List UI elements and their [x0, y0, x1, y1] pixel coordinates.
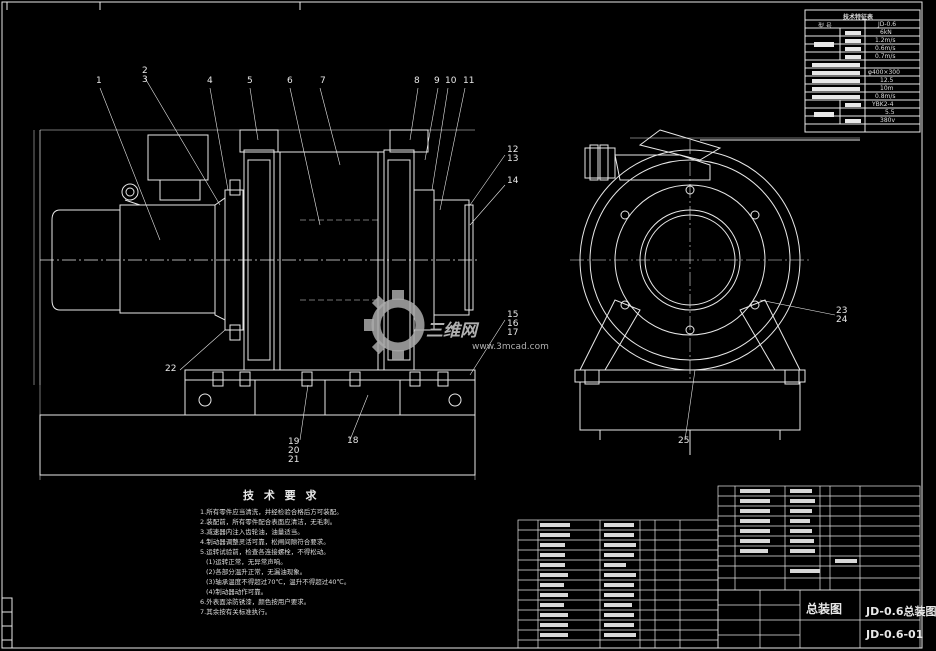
spec-row-label-model: 型 号: [818, 23, 832, 30]
part-label-24: 24: [836, 315, 848, 325]
spec-row-value-8: 10m: [880, 85, 894, 92]
spec-row-value-6: φ400×300: [868, 69, 900, 76]
part-label-20: 20: [288, 446, 300, 456]
requirement-line: (4)制动器动作可靠。: [206, 588, 268, 596]
part-label-19: 19: [288, 437, 300, 447]
part-label-6: 6: [287, 76, 293, 86]
spec-row-value-7: 12.5: [880, 77, 894, 84]
part-label-23: 23: [836, 306, 848, 316]
spec-row-value-11: 5.5: [885, 109, 895, 116]
spec-table-title: 技术特征表: [843, 14, 874, 21]
part-label-18: 18: [347, 436, 359, 446]
spec-table-label-blocks: [812, 31, 861, 123]
part-label-4: 4: [207, 76, 213, 86]
spec-row-value-model: JD-0.6: [878, 21, 897, 28]
side-view: [570, 129, 860, 455]
requirement-line: (3)轴承温度不得超过70℃，温升不得超过40℃。: [206, 578, 351, 586]
watermark-gear-teeth: [364, 290, 404, 360]
requirements-title: 技 术 要 求: [243, 489, 320, 502]
part-label-7: 7: [320, 76, 326, 86]
part-label-2: 2: [142, 66, 148, 76]
part-label-12: 12: [507, 145, 519, 155]
spec-row-value-4: 0.7m/s: [875, 53, 896, 60]
watermark-brand: 三维网: [426, 321, 477, 341]
spec-row-value-1: 6kN: [880, 29, 892, 36]
spec-row-value-12: 380v: [880, 117, 896, 124]
part-label-8: 8: [414, 76, 420, 86]
drawing-title: JD-0.6总装图: [866, 605, 936, 618]
part-label-9: 9: [434, 76, 440, 86]
requirement-line: (1)运转正常，无异常声响。: [206, 558, 287, 566]
part-label-16: 16: [507, 319, 519, 329]
spec-row-value-10: YBK2-4: [872, 101, 894, 108]
part-label-13: 13: [507, 154, 519, 164]
part-label-21: 21: [288, 455, 300, 465]
watermark-url: www.3mcad.com: [472, 342, 549, 352]
requirement-line: 5.运转试验前，检查各连接螺栓，不得松动。: [200, 548, 330, 556]
requirement-line: 6.外表面涂防锈漆，颜色按用户要求。: [200, 598, 311, 606]
requirement-line: 2.装配前，所有零件配合表面应清洁，无毛刺。: [200, 518, 337, 526]
part-label-1: 1: [96, 76, 102, 86]
requirement-line: 7.其余按有关标准执行。: [200, 608, 272, 616]
watermark-gear-icon: [371, 298, 425, 352]
spec-row-value-9: 0.8m/s: [875, 93, 896, 100]
requirement-line: 4.制动器调整灵活可靠，松闸间隙符合要求。: [200, 538, 330, 546]
parts-list-text-blocks: [540, 489, 857, 637]
part-label-11: 11: [463, 76, 475, 86]
part-label-10: 10: [445, 76, 457, 86]
part-label-3: 3: [142, 75, 148, 85]
drawing-name: 总装图: [806, 602, 843, 616]
front-view: [33, 77, 506, 480]
parts-list-grid: [517, 485, 921, 649]
requirement-line: (2)各部分温升正常，无漏油现象。: [206, 568, 307, 576]
requirement-line: 3.减速器内注入齿轮油，油量适当。: [200, 528, 304, 536]
spec-row-value-2: 1.2m/s: [875, 37, 896, 44]
spec-table-grid: [804, 9, 921, 133]
drawing-number: JD-0.6-01: [866, 628, 924, 641]
part-label-17: 17: [507, 328, 519, 338]
part-label-25: 25: [678, 436, 690, 446]
part-label-14: 14: [507, 176, 519, 186]
part-label-5: 5: [247, 76, 253, 86]
part-label-22: 22: [165, 364, 177, 374]
requirement-line: 1.所有零件应当清洗，并经检验合格后方可装配。: [200, 508, 343, 516]
spec-row-value-3: 0.6m/s: [875, 45, 896, 52]
part-label-15: 15: [507, 310, 519, 320]
